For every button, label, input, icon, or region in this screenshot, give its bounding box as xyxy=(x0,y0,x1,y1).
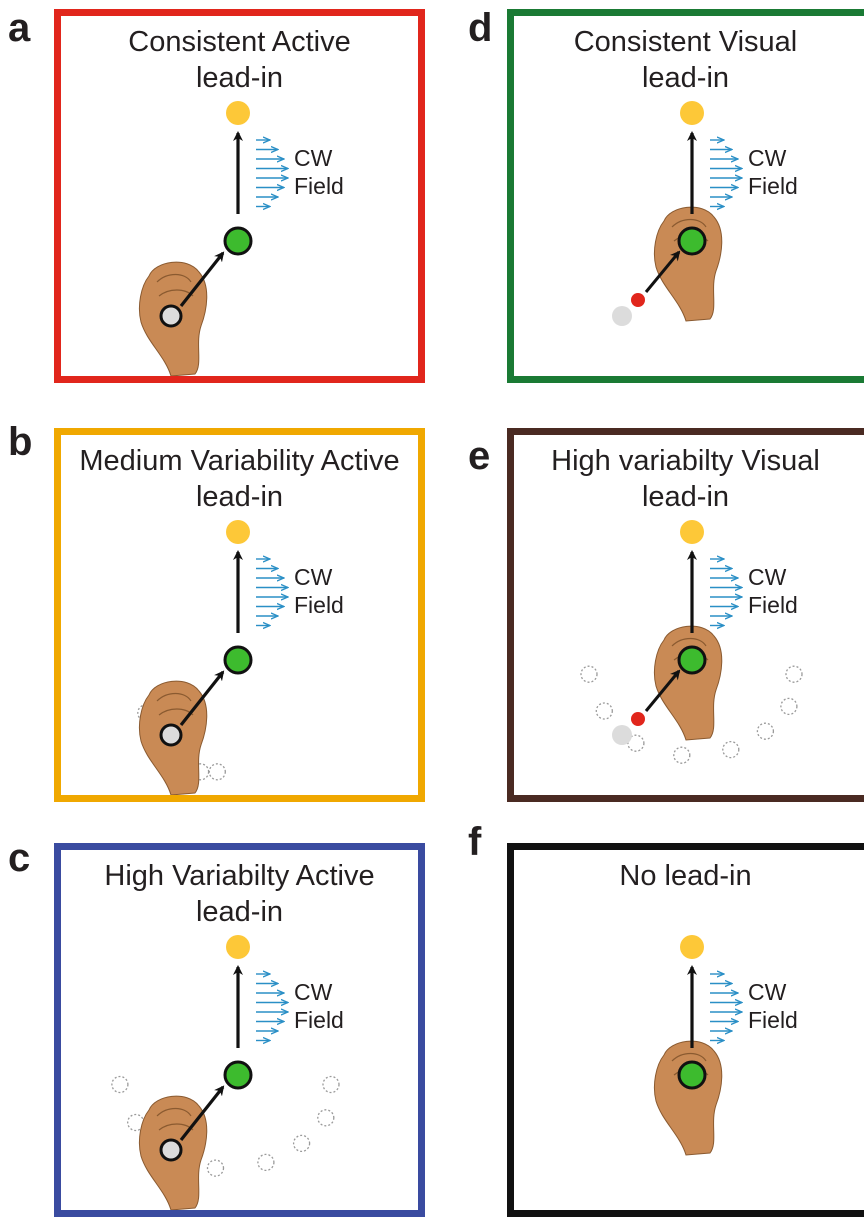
start-position-marker xyxy=(159,723,183,747)
panel-title-line1: No lead-in xyxy=(619,860,752,892)
field-label-line1: CW xyxy=(294,145,333,171)
via-point-marker xyxy=(677,645,707,675)
hand-icon xyxy=(653,1040,723,1156)
visual-cursor-dot xyxy=(631,712,645,726)
target-dot xyxy=(226,520,250,544)
alternative-start-marker xyxy=(322,1075,340,1094)
diagram-stage xyxy=(612,101,864,326)
start-position-marker xyxy=(612,725,632,745)
via-point-marker xyxy=(677,226,707,256)
target-dot xyxy=(680,935,704,959)
field-label-line2: Field xyxy=(294,592,344,618)
alternative-start-marker xyxy=(785,665,803,683)
diagram-stage xyxy=(111,935,340,1210)
alternative-start-marker xyxy=(292,1134,311,1153)
alternative-start-marker xyxy=(208,763,226,781)
alternative-start-marker xyxy=(595,702,613,720)
alternative-start-marker xyxy=(780,697,798,716)
field-label-line1: CW xyxy=(294,564,333,590)
panel-title: High Variabilty Active lead-in xyxy=(61,858,418,930)
via-point-marker xyxy=(677,1060,707,1090)
start-position-marker xyxy=(159,1138,183,1162)
target-dot xyxy=(680,520,704,544)
field-label-line1: CW xyxy=(748,564,787,590)
panel-title: High variabilty Visual lead-in xyxy=(514,443,857,515)
diagram-stage xyxy=(653,935,864,1156)
panel-letter-e: e xyxy=(468,434,491,478)
panel-title-line1: Consistent Visual xyxy=(573,26,798,58)
panel-title-line2: lead-in xyxy=(195,62,284,94)
via-point-marker xyxy=(223,645,253,675)
panel-letter-c: c xyxy=(8,836,31,880)
start-position-marker xyxy=(612,306,632,326)
lead-in-arrow xyxy=(644,250,681,293)
field-label-line1: CW xyxy=(294,979,333,1005)
start-position-marker xyxy=(159,304,183,328)
panel-letter-f: f xyxy=(468,820,482,864)
target-dot xyxy=(226,935,250,959)
panel-title: Consistent Active lead-in xyxy=(61,24,418,96)
alternative-start-marker xyxy=(722,740,740,759)
alternative-start-marker xyxy=(257,1153,275,1172)
target-dot xyxy=(680,101,704,125)
field-label-line2: Field xyxy=(294,173,344,199)
panel-title-line1: High variabilty Visual xyxy=(551,445,820,477)
field-label-line1: CW xyxy=(748,145,787,171)
field-label-line2: Field xyxy=(294,1007,344,1033)
field-label-line2: Field xyxy=(748,1007,798,1033)
panel-title: No lead-in xyxy=(514,858,857,894)
lead-in-arrow xyxy=(179,251,225,307)
alternative-start-marker xyxy=(317,1109,335,1127)
field-label-line1: CW xyxy=(748,979,787,1005)
alternative-start-marker xyxy=(111,1075,129,1094)
alternative-start-marker xyxy=(580,665,598,683)
hand-icon xyxy=(653,625,723,741)
panel-letter-a: a xyxy=(8,6,31,50)
alternative-start-marker xyxy=(206,1159,225,1177)
lead-in-arrow xyxy=(179,1085,225,1141)
panel-title-line2: lead-in xyxy=(195,481,284,513)
panel-title-line2: lead-in xyxy=(195,896,284,928)
panel-title-line1: Medium Variability Active xyxy=(79,445,400,477)
panel-title-line1: Consistent Active xyxy=(128,26,351,58)
alternative-start-marker xyxy=(627,734,645,752)
alternative-start-marker xyxy=(673,746,691,764)
visual-cursor-dot xyxy=(631,293,645,307)
lead-in-arrow xyxy=(644,669,681,712)
lead-in-arrow xyxy=(179,670,225,726)
field-label-line2: Field xyxy=(748,173,798,199)
diagram-stage xyxy=(138,101,418,376)
alternative-start-marker xyxy=(756,722,775,740)
panel-title-line2: lead-in xyxy=(641,481,730,513)
panel-title-line2: lead-in xyxy=(641,62,730,94)
via-point-marker xyxy=(223,1060,253,1090)
panel-letter-b: b xyxy=(8,420,33,464)
diagram-stage xyxy=(137,520,418,795)
via-point-marker xyxy=(223,226,253,256)
panel-title-line1: High Variabilty Active xyxy=(104,860,375,892)
panel-title: Medium Variability Active lead-in xyxy=(61,443,418,515)
target-dot xyxy=(226,101,250,125)
panel-letter-d: d xyxy=(468,6,493,50)
hand-icon xyxy=(653,206,723,322)
panel-title: Consistent Visual lead-in xyxy=(514,24,857,96)
diagram-stage xyxy=(580,520,803,764)
field-label-line2: Field xyxy=(748,592,798,618)
